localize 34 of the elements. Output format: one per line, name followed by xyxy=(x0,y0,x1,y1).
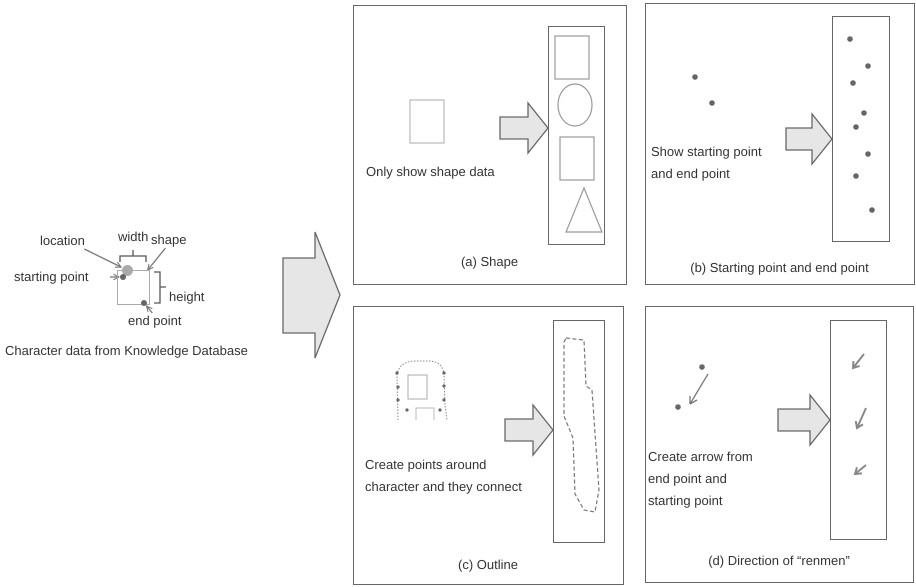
result-frame xyxy=(832,16,890,242)
callout-text: starting point xyxy=(14,269,110,285)
dimension-label: height xyxy=(169,289,204,305)
leader-line xyxy=(84,248,122,268)
dimension-label: width xyxy=(118,229,148,245)
result-frame xyxy=(548,26,605,245)
description-text: Create arrow from end point and starting point xyxy=(648,448,754,510)
panel-frame xyxy=(353,306,624,585)
leader-line xyxy=(147,248,166,271)
leader-line xyxy=(110,274,120,280)
block-arrow xyxy=(499,101,549,155)
description-text: Create points around character and they connect xyxy=(365,456,523,496)
panel-frame xyxy=(645,3,915,285)
callout-text: end point xyxy=(128,313,190,329)
result-frame xyxy=(553,320,605,543)
panel-caption: (a) Shape xyxy=(460,253,520,271)
block-arrow xyxy=(785,112,833,166)
character-square xyxy=(117,270,150,305)
panel-caption: (d) Direction of “renmen” xyxy=(707,552,851,570)
block-arrow xyxy=(504,403,554,457)
description-text: Show starting point and end point xyxy=(651,143,763,183)
figure-caption: Character data from Knowledge Database xyxy=(5,343,248,359)
description-text: Only show shape data xyxy=(366,163,496,181)
panel-caption: (c) Outline xyxy=(457,556,519,574)
panel-frame xyxy=(645,306,914,583)
panel-frame xyxy=(353,5,627,285)
callout-text: shape xyxy=(151,232,193,248)
block-arrow xyxy=(777,393,831,447)
point-marker xyxy=(120,274,126,280)
point-marker xyxy=(141,300,147,306)
leader-line xyxy=(146,306,153,314)
panel-caption: (b) Starting point and end point xyxy=(689,259,870,277)
callout-text: location xyxy=(40,233,96,249)
result-frame xyxy=(830,320,887,540)
